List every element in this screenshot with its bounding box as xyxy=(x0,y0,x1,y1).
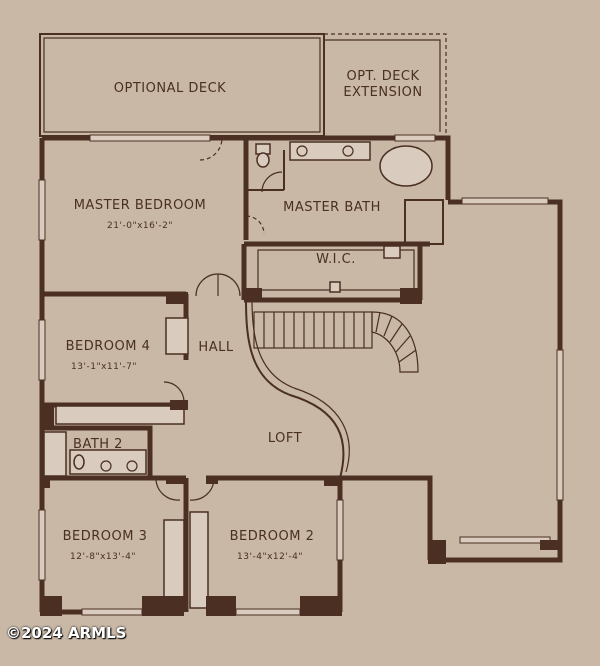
deck-extension xyxy=(324,33,447,136)
bedroom4-label: BEDROOM 4 xyxy=(66,339,151,354)
room-labels: OPTIONAL DECK OPT. DECK EXTENSION MASTER… xyxy=(63,69,423,562)
bedroom3-label: BEDROOM 3 xyxy=(63,529,148,544)
wall-blocks xyxy=(40,288,560,616)
master-bedroom-dimensions: 21'-0"x16'-2" xyxy=(107,221,173,231)
optional-deck-label: OPTIONAL DECK xyxy=(114,81,226,96)
doors xyxy=(155,137,283,501)
interior-walls xyxy=(42,138,444,612)
staircase xyxy=(253,311,419,373)
hall-label: HALL xyxy=(198,340,233,355)
bedroom3-dimensions: 12'-8"x13'-4" xyxy=(70,552,136,562)
bath2-label: BATH 2 xyxy=(73,437,123,452)
windows xyxy=(38,134,564,616)
watermark: ©2024 ARMLS xyxy=(6,624,127,642)
loft-label: LOFT xyxy=(268,431,302,446)
bath-fixtures xyxy=(73,141,433,472)
wic-label: W.I.C. xyxy=(316,252,356,267)
master-bedroom-label: MASTER BEDROOM xyxy=(74,198,207,213)
bedroom2-dimensions: 13'-4"x12'-4" xyxy=(237,552,303,562)
master-bath-label: MASTER BATH xyxy=(283,200,381,215)
bedroom2-label: BEDROOM 2 xyxy=(230,529,315,544)
bedroom4-dimensions: 13'-1"x11'-7" xyxy=(71,362,137,372)
deck-extension-label-line2: EXTENSION xyxy=(343,85,422,100)
deck-extension-label-line1: OPT. DECK xyxy=(346,69,419,84)
